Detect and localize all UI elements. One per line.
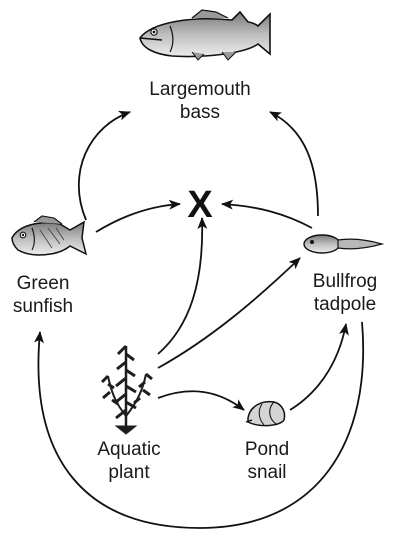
arrow-sunfish-to-x (96, 204, 180, 232)
arrow-plant-to-x (158, 218, 202, 354)
bullfrog-tadpole-icon (304, 235, 382, 253)
largemouth-bass-label-line1: Largemouth (120, 78, 280, 101)
aquatic-plant-label: Aquatic plant (84, 438, 174, 484)
largemouth-bass-label: Largemouth bass (120, 78, 280, 124)
pond-snail-label-line2: snail (228, 461, 306, 484)
largemouth-bass-label-line2: bass (120, 101, 280, 124)
arrow-tadpole-to-sunfish (38, 322, 363, 528)
aquatic-plant-label-line1: Aquatic (84, 438, 174, 461)
green-sunfish-label-line1: Green (0, 272, 86, 295)
arrow-plant-to-snail (158, 391, 244, 410)
green-sunfish-label-line2: sunfish (0, 295, 86, 318)
green-sunfish-icon (12, 216, 86, 255)
bullfrog-tadpole-label-line1: Bullfrog (298, 270, 392, 293)
green-sunfish-label: Green sunfish (0, 272, 86, 318)
pond-snail-label-line1: Pond (228, 438, 306, 461)
aquatic-plant-label-line2: plant (84, 461, 174, 484)
bullfrog-tadpole-label-line2: tadpole (298, 293, 392, 316)
arrow-tadpole-to-x (222, 204, 312, 228)
pond-snail-label: Pond snail (228, 438, 306, 484)
arrow-tadpole-to-bass (270, 112, 318, 216)
arrow-snail-to-tadpole (290, 324, 346, 410)
unknown-organism-x: X (180, 186, 220, 224)
arrow-plant-to-tadpole (158, 258, 300, 368)
pond-snail-icon (246, 402, 285, 426)
arrow-sunfish-to-bass (79, 112, 130, 220)
bullfrog-tadpole-label: Bullfrog tadpole (298, 270, 392, 316)
aquatic-plant-icon (102, 346, 152, 434)
largemouth-bass-icon (140, 10, 270, 60)
